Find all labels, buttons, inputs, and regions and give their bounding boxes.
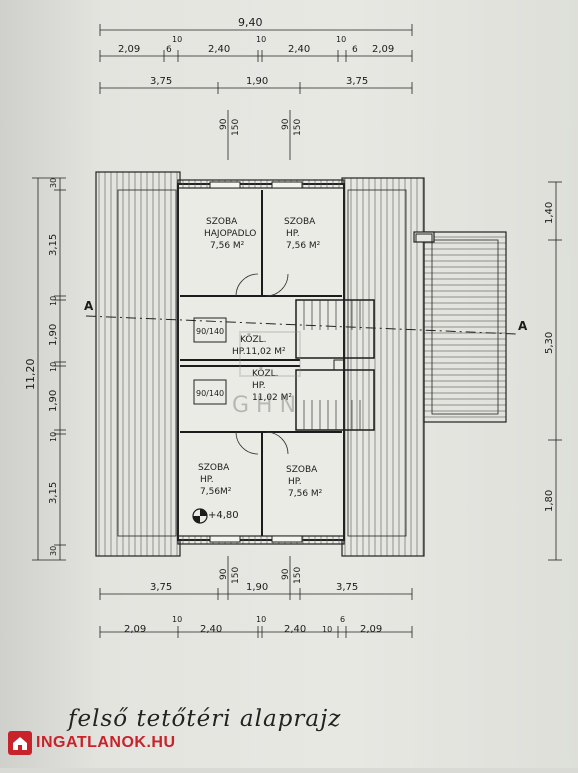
dim-left-9: 30 (49, 546, 58, 556)
dim-top-2b: 6 (166, 45, 172, 55)
dim-left-7: 10 (49, 432, 58, 442)
room-2-type: HP. (286, 229, 300, 239)
dim-top-2c: 10 (172, 35, 182, 44)
dim-overall-height: 11,20 (24, 359, 37, 391)
corridor-1-name: KÖZL. (240, 334, 267, 345)
window-mark-3: 90 (281, 118, 291, 130)
bottom-window-mark-1: 90 (219, 568, 229, 580)
corridor-1-box: 90/140 (196, 327, 224, 336)
dim-bottom-2d: 10 (256, 615, 266, 624)
dim-left-6: 1,90 (48, 390, 59, 412)
dim-top-3a: 3,75 (150, 76, 172, 87)
dim-right-1: 1,40 (544, 202, 555, 224)
room-3-type: HP. (200, 475, 214, 485)
corridor-2-name: KÖZL. (252, 368, 279, 379)
room-3-name: SZOBA (198, 463, 230, 473)
corridor-2-area: 11,02 M² (252, 393, 292, 403)
room-4-name: SZOBA (286, 465, 318, 475)
dim-left-2: 3,15 (48, 234, 59, 256)
dim-left-1: 30 (49, 178, 58, 188)
dim-top-3b: 1,90 (246, 76, 268, 87)
dim-left-4: 1,90 (48, 324, 59, 346)
corridor-1-area: HP.11,02 M² (232, 347, 286, 357)
dim-bottom-2c: 2,40 (200, 624, 222, 635)
dim-bottom-2h: 2,09 (360, 624, 382, 635)
dim-left-5: 10 (49, 362, 58, 372)
dim-right-3: 1,80 (544, 490, 555, 512)
room-4-type: HP. (288, 477, 302, 487)
dim-bottom-2b: 10 (172, 615, 182, 624)
dim-overall-width: 9,40 (238, 16, 263, 29)
window-mark-2: 150 (231, 119, 241, 136)
room-2-name: SZOBA (284, 217, 316, 227)
dim-bottom-2g: 6 (340, 615, 345, 624)
level-mark-value: +4,80 (208, 510, 239, 521)
center-watermark-logo: G H N (232, 331, 301, 418)
dim-bottom-1c: 3,75 (336, 582, 358, 593)
dim-top-2e: 10 (256, 35, 266, 44)
ingatlanok-watermark: INGATLANOK.HU (8, 730, 176, 756)
dim-top-2h: 6 (352, 45, 358, 55)
dim-top-3c: 3,75 (346, 76, 368, 87)
room-1-name: SZOBA (206, 217, 238, 227)
room-2-area: 7,56 M² (286, 241, 321, 251)
dim-bottom-1b: 1,90 (246, 582, 268, 593)
dim-bottom-2a: 2,09 (124, 624, 146, 635)
bottom-window-mark-4: 150 (293, 567, 303, 584)
dim-top-2d: 2,40 (208, 44, 230, 55)
room-3-area: 7,56M² (200, 487, 232, 497)
dim-bottom-2f: 10 (322, 625, 332, 634)
dim-bottom-1a: 3,75 (150, 582, 172, 593)
bottom-window-mark-3: 90 (281, 568, 291, 580)
plan-caption: felső tetőtéri alaprajz (68, 706, 342, 732)
dim-top-2f: 2,40 (288, 44, 310, 55)
bottom-window-mark-2: 150 (231, 567, 241, 584)
dim-top-2i: 2,09 (372, 44, 394, 55)
section-mark-left: A (84, 299, 94, 313)
room-1-type: HAJOPADLO (204, 229, 256, 239)
dim-top-2a: 2,09 (118, 44, 140, 55)
svg-text:G H N: G H N (232, 393, 296, 418)
room-1-area: 7,56 M² (210, 241, 245, 251)
window-mark-1: 90 (219, 118, 229, 130)
dim-left-3: 10 (49, 296, 58, 306)
watermark-text: INGATLANOK.HU (36, 734, 176, 751)
room-4-area: 7,56 M² (288, 489, 323, 499)
corridor-2-box: 90/140 (196, 389, 224, 398)
dim-bottom-2e: 2,40 (284, 624, 306, 635)
dim-left-8: 3,15 (48, 482, 59, 504)
dim-right-2: 5,30 (544, 332, 555, 354)
corridor-2-type: HP. (252, 381, 266, 391)
house-icon (8, 731, 32, 755)
section-mark-right: A (518, 319, 528, 333)
window-mark-4: 150 (293, 119, 303, 136)
dim-top-2g: 10 (336, 35, 346, 44)
